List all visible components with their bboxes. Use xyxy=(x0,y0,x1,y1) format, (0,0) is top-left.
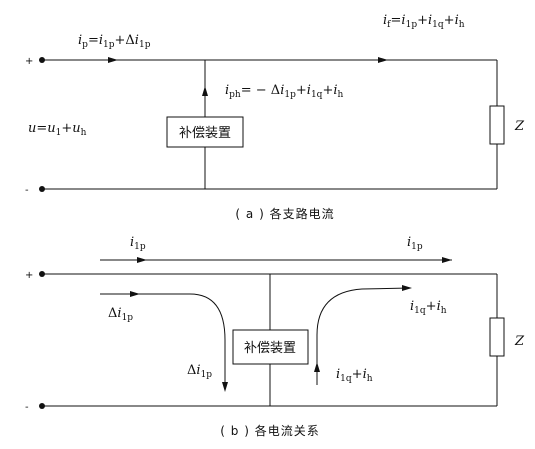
diagram-b: + - 补偿装置 Z i1p i1p xyxy=(25,235,525,438)
load-label-a: Z xyxy=(514,119,525,134)
diagram-a: + - 补偿装置 Z ip=i1p+Δi1p if=i1p+i1q+ih iph… xyxy=(25,13,525,221)
arrow-iph-a xyxy=(202,86,208,96)
caption-b: ( b ) 各电流关系 xyxy=(220,423,319,438)
label-u-a: u=u1+uh xyxy=(28,121,87,138)
label-iq-ih-lower-b: i1q+ih xyxy=(336,367,373,384)
arrow-if-a xyxy=(378,57,388,63)
arrow-delta-bottom-b xyxy=(222,382,228,392)
iq-ih-curve-b xyxy=(316,287,411,385)
delta-i1p-curve-b xyxy=(100,293,226,385)
label-if-a: if=i1p+i1q+ih xyxy=(383,13,465,30)
arrow-i1p-left-b xyxy=(137,257,147,263)
label-delta-i1p-lower-b: Δi1p xyxy=(187,363,212,380)
compensator-box-b xyxy=(232,329,309,365)
label-i1p-right-b: i1p xyxy=(407,235,423,252)
plus-terminal-label-a: + xyxy=(25,56,33,67)
label-iq-ih-upper-b: i1q+ih xyxy=(410,299,447,316)
load-impedance-b xyxy=(489,317,505,357)
arrow-i1p-right-b xyxy=(442,257,452,263)
compensator-label-b: 补偿装置 xyxy=(244,341,296,356)
compensator-box-a xyxy=(166,116,244,148)
label-ip-a: ip=i1p+Δi1p xyxy=(78,33,151,50)
arrow-iq-top-b xyxy=(402,285,412,291)
label-iph-a: iph= − Δi1p+i1q+ih xyxy=(225,83,344,100)
load-impedance-a xyxy=(489,105,505,145)
arrow-delta-top-b xyxy=(130,291,140,297)
plus-terminal-label-b: + xyxy=(25,270,33,281)
minus-terminal-label-b: - xyxy=(25,402,29,413)
label-delta-i1p-upper-b: Δi1p xyxy=(108,306,133,323)
arrow-ip-a xyxy=(108,57,118,63)
arrow-iq-bottom-b xyxy=(314,362,320,372)
compensator-label-a: 补偿装置 xyxy=(179,126,231,141)
caption-a: ( a ) 各支路电流 xyxy=(235,206,334,221)
load-label-b: Z xyxy=(514,334,525,349)
minus-terminal-label-a: - xyxy=(25,185,29,196)
label-i1p-left-b: i1p xyxy=(130,235,146,252)
